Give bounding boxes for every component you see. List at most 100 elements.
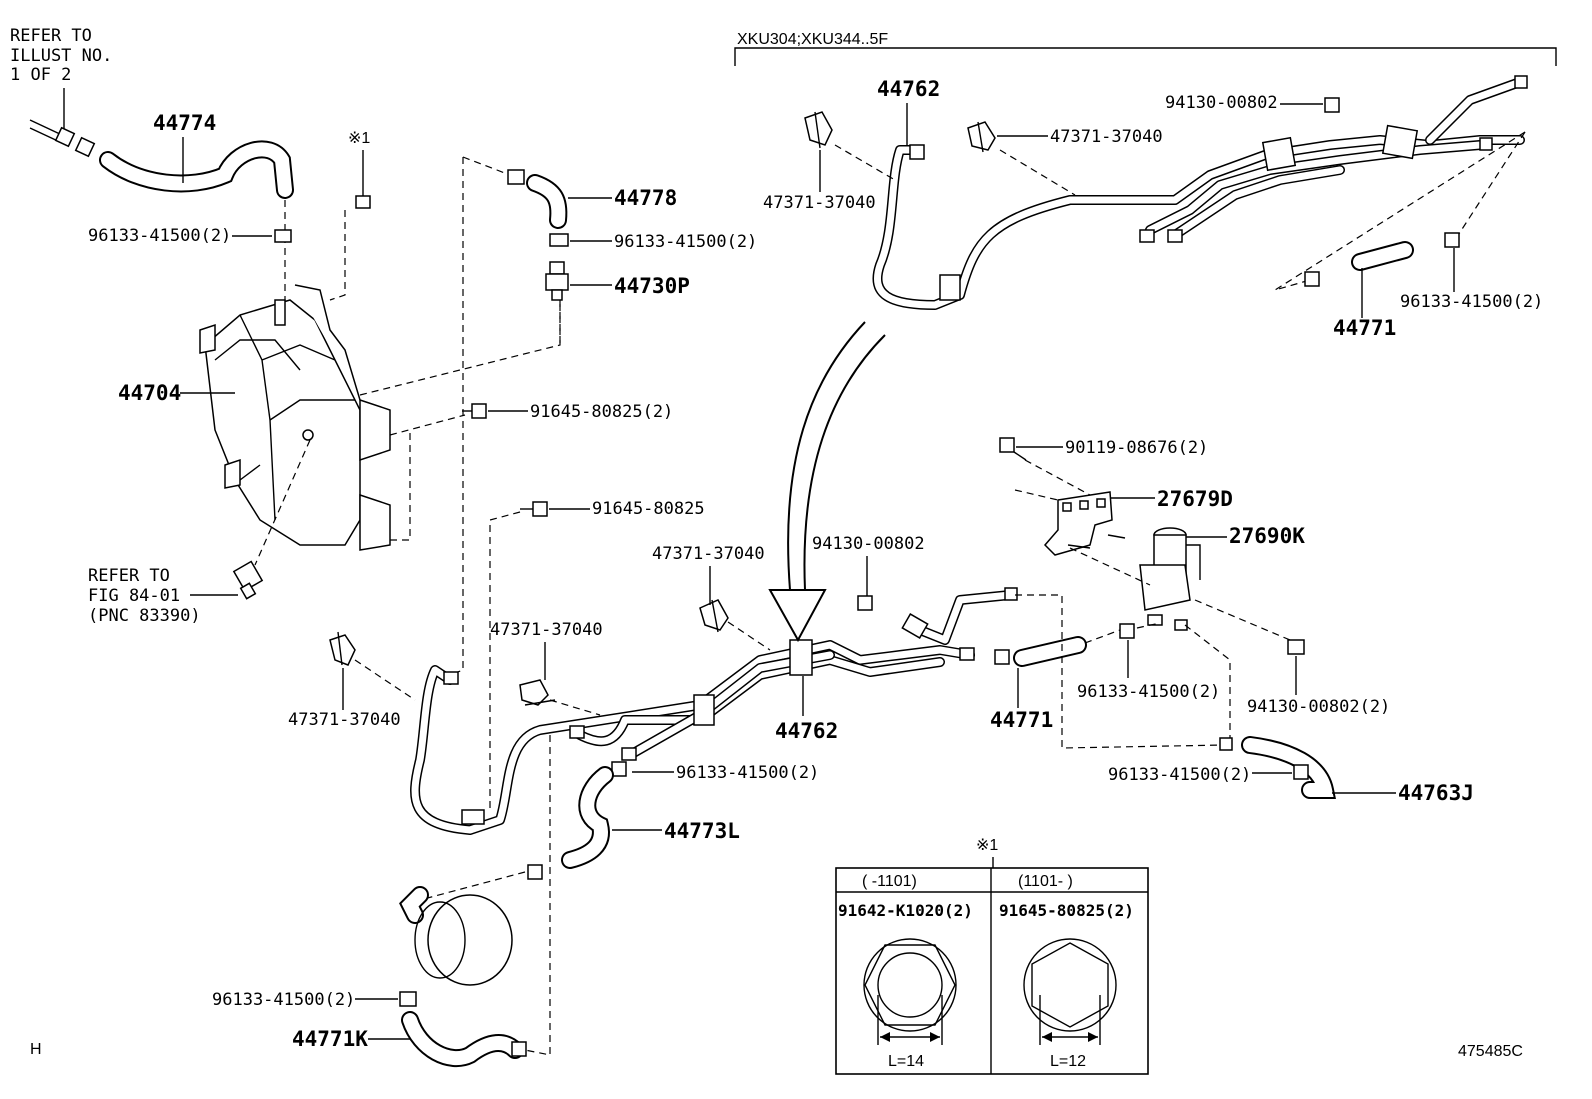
part-44762-bottom: 44762 — [775, 719, 838, 743]
note-mark-bolt: ※1 — [348, 130, 370, 147]
clamp-44771-top-left — [1304, 271, 1320, 287]
refer-illust-line1: REFER TO — [10, 26, 92, 46]
callout-clamp-f: 96133-41500(2) — [1077, 682, 1220, 702]
hose-44763J — [1241, 736, 1336, 799]
bracket-27679D — [1043, 491, 1113, 556]
bolt-91645-b — [520, 501, 548, 517]
bolt-icon — [355, 195, 371, 209]
note-mark-table: ※1 — [976, 837, 998, 854]
variant-bracket — [734, 47, 1557, 66]
refer-illust-line2: ILLUST NO. — [10, 46, 112, 66]
callout-clamp-d: 96133-41500(2) — [212, 990, 355, 1010]
dash-lower-vertical — [524, 735, 551, 1056]
illustration-id: 475485C — [1458, 1043, 1523, 1060]
reservoir-44704 — [199, 284, 391, 551]
dash-vsv-c — [1184, 624, 1231, 740]
callout-bolt-2: 91645-80825(2) — [530, 402, 673, 422]
clip-47371-top-left — [804, 111, 833, 149]
callout-bolt-1: 91645-80825 — [592, 499, 705, 519]
part-44762-top: 44762 — [877, 77, 940, 101]
nut-mid-icon — [857, 595, 873, 611]
clip-47371-mid-b — [519, 679, 556, 706]
clamp-icon — [274, 229, 292, 243]
callout-clip-left: 47371-37040 — [288, 710, 401, 730]
part-27679D: 27679D — [1157, 487, 1233, 511]
callout-clip-mid-a: 47371-37040 — [652, 544, 765, 564]
refer-illust-line3: 1 OF 2 — [10, 65, 71, 85]
callout-clip-top-left: 47371-37040 — [763, 193, 876, 213]
table-col1-part: 91642-K1020(2) — [838, 901, 973, 920]
table-col2-part: 91645-80825(2) — [999, 901, 1134, 920]
hose-44778 — [526, 174, 568, 229]
callout-clamp-b: 96133-41500(2) — [614, 232, 757, 252]
corner-left-mark: H — [30, 1041, 42, 1058]
nut-right-icon — [1287, 639, 1305, 655]
table-col1-header: ( -1101) — [862, 873, 917, 890]
table-col2-header: (1101- ) — [1018, 873, 1073, 890]
arrow-icon — [768, 321, 886, 643]
refer-fig-line3: (PNC 83390) — [88, 606, 201, 626]
dash-reservoir-bolt — [389, 414, 466, 436]
valve-44730P — [545, 261, 569, 301]
hex-bolt-icon — [1023, 938, 1117, 1045]
bolt-91645-a — [462, 403, 487, 419]
dash-reservoir-top — [359, 300, 561, 396]
dash-reservoir-side — [390, 430, 411, 541]
clamp-44771-bottom-left — [994, 649, 1010, 665]
dash-44771-top-a — [1274, 131, 1526, 291]
filter-canister — [399, 886, 513, 986]
hose-44771-bottom — [1013, 636, 1087, 667]
table-col2-length: L=12 — [1050, 1053, 1086, 1070]
callout-clamp-g: 96133-41500(2) — [1108, 765, 1251, 785]
flange-bolt-icon — [863, 938, 957, 1045]
refer-fig-line2: FIG 84-01 — [88, 586, 180, 606]
part-44774: 44774 — [153, 111, 216, 135]
dash-clip-top-right — [999, 149, 1076, 196]
part-44778: 44778 — [614, 186, 677, 210]
part-44773L: 44773L — [664, 819, 740, 843]
part-44730P: 44730P — [614, 274, 690, 298]
dash-clip-left — [354, 659, 416, 701]
callout-nut-right: 94130-00802(2) — [1247, 697, 1390, 717]
clamp-44778-icon — [507, 169, 525, 185]
bolt-90119-icon — [999, 437, 1027, 461]
level-sensor — [232, 560, 264, 600]
dash-vsv-d — [1136, 622, 1161, 629]
variant-header: XKU304;XKU344..5F — [737, 31, 888, 48]
dash-clip-mid-a — [727, 621, 771, 651]
clip-47371-mid-a — [699, 599, 729, 633]
callout-clamp-e: 96133-41500(2) — [1400, 292, 1543, 312]
table-col1-length: L=14 — [888, 1053, 924, 1070]
part-44771-top: 44771 — [1333, 316, 1396, 340]
part-44771K: 44771K — [292, 1027, 368, 1051]
callout-nut-top: 94130-00802 — [1165, 93, 1278, 113]
hose-44771K — [401, 1011, 527, 1068]
callout-bolt-90119: 90119-08676(2) — [1065, 438, 1208, 458]
dash-bracket — [1014, 489, 1059, 501]
dash-vsv-b — [1194, 599, 1291, 641]
dash-bolt-90119 — [1024, 459, 1091, 496]
part-27690K: 27690K — [1229, 524, 1305, 548]
dash-44778 — [462, 156, 511, 176]
nut-top-icon — [1324, 97, 1340, 113]
vsv-27690K — [1067, 527, 1201, 631]
dash-44771-top-b — [1454, 131, 1526, 241]
callout-clip-mid-b: 47371-37040 — [490, 620, 603, 640]
callout-clip-top-right: 47371-37040 — [1050, 127, 1163, 147]
dash-clip-top-left — [834, 144, 896, 181]
clip-47371-top-right — [967, 121, 996, 153]
dash-vsv-a — [1069, 547, 1151, 586]
dash-sensor — [254, 439, 311, 566]
clamp-f-icon — [1119, 623, 1135, 639]
clamp-44778b-icon — [549, 233, 569, 247]
callout-clamp-a: 96133-41500(2) — [88, 226, 231, 246]
clamp-44763J-a — [1219, 737, 1233, 751]
part-44771-bottom: 44771 — [990, 708, 1053, 732]
dash-clip-mid-b — [549, 699, 601, 716]
clip-47371-left — [329, 631, 356, 666]
clamp-44771-top-right — [1444, 232, 1460, 248]
clamp-lower-icon — [527, 864, 543, 880]
dash-filter — [419, 871, 526, 901]
dash-44771-bottom — [1015, 594, 1226, 749]
hose-44771-top — [1351, 241, 1414, 271]
